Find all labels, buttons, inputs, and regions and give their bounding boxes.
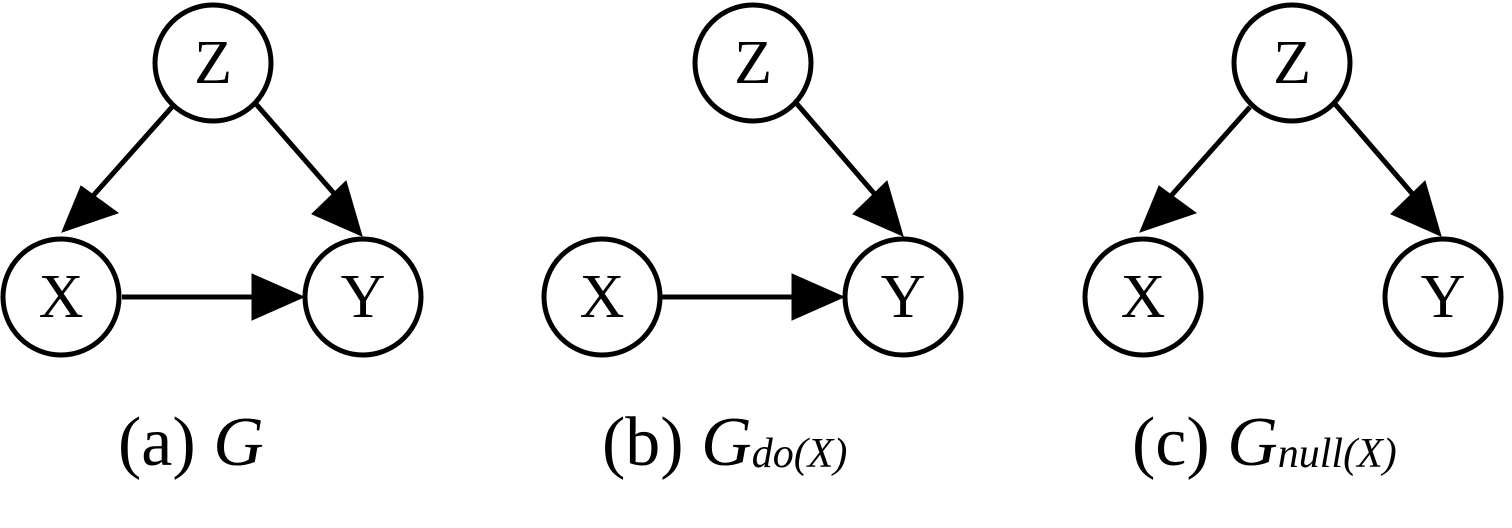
caption-c: (c) Gnull(X): [1132, 404, 1397, 481]
edge-z-to-y: [1333, 102, 1442, 237]
panel-b: Z X Y (b) Gdo(X): [541, 2, 964, 481]
node-z: Z: [1231, 2, 1353, 124]
caption-c-prefix: (c): [1132, 404, 1210, 481]
edge-x-to-y: [122, 273, 306, 321]
edge-z-to-y: [254, 102, 363, 237]
node-x-label: X: [580, 263, 625, 331]
node-z: Z: [692, 2, 814, 124]
node-x-label: X: [1121, 263, 1166, 331]
panel-a: Z X Y (a) G: [0, 2, 424, 481]
caption-b: (b) Gdo(X): [602, 404, 847, 481]
node-y: Y: [842, 236, 964, 358]
node-y-label: Y: [341, 263, 386, 331]
node-y-label: Y: [1421, 263, 1466, 331]
node-y: Y: [1382, 236, 1504, 358]
edge-z-to-x: [1139, 105, 1252, 233]
node-z-label: Z: [194, 29, 232, 97]
node-x: X: [0, 236, 122, 358]
caption-a-prefix: (a): [118, 404, 196, 481]
caption-c-subscript: null(X): [1278, 431, 1397, 477]
edge-z-to-y: [795, 102, 904, 237]
edge-z-to-x: [61, 105, 174, 233]
edge-x-to-y: [662, 273, 846, 321]
caption-a-symbol: G: [213, 404, 264, 481]
caption-a: (a) G: [118, 404, 264, 481]
node-z-label: Z: [734, 29, 772, 97]
caption-c-symbol: G: [1227, 404, 1278, 481]
caption-b-symbol: G: [701, 404, 752, 481]
node-x: X: [541, 236, 663, 358]
node-z: Z: [152, 2, 274, 124]
node-x: X: [1082, 236, 1204, 358]
node-z-label: Z: [1273, 29, 1311, 97]
panel-c: Z X Y (c) Gnull(X): [1082, 2, 1504, 481]
node-y-label: Y: [881, 263, 926, 331]
node-x-label: X: [39, 263, 84, 331]
node-y: Y: [302, 236, 424, 358]
caption-b-prefix: (b): [602, 404, 684, 481]
caption-b-subscript: do(X): [752, 431, 848, 477]
